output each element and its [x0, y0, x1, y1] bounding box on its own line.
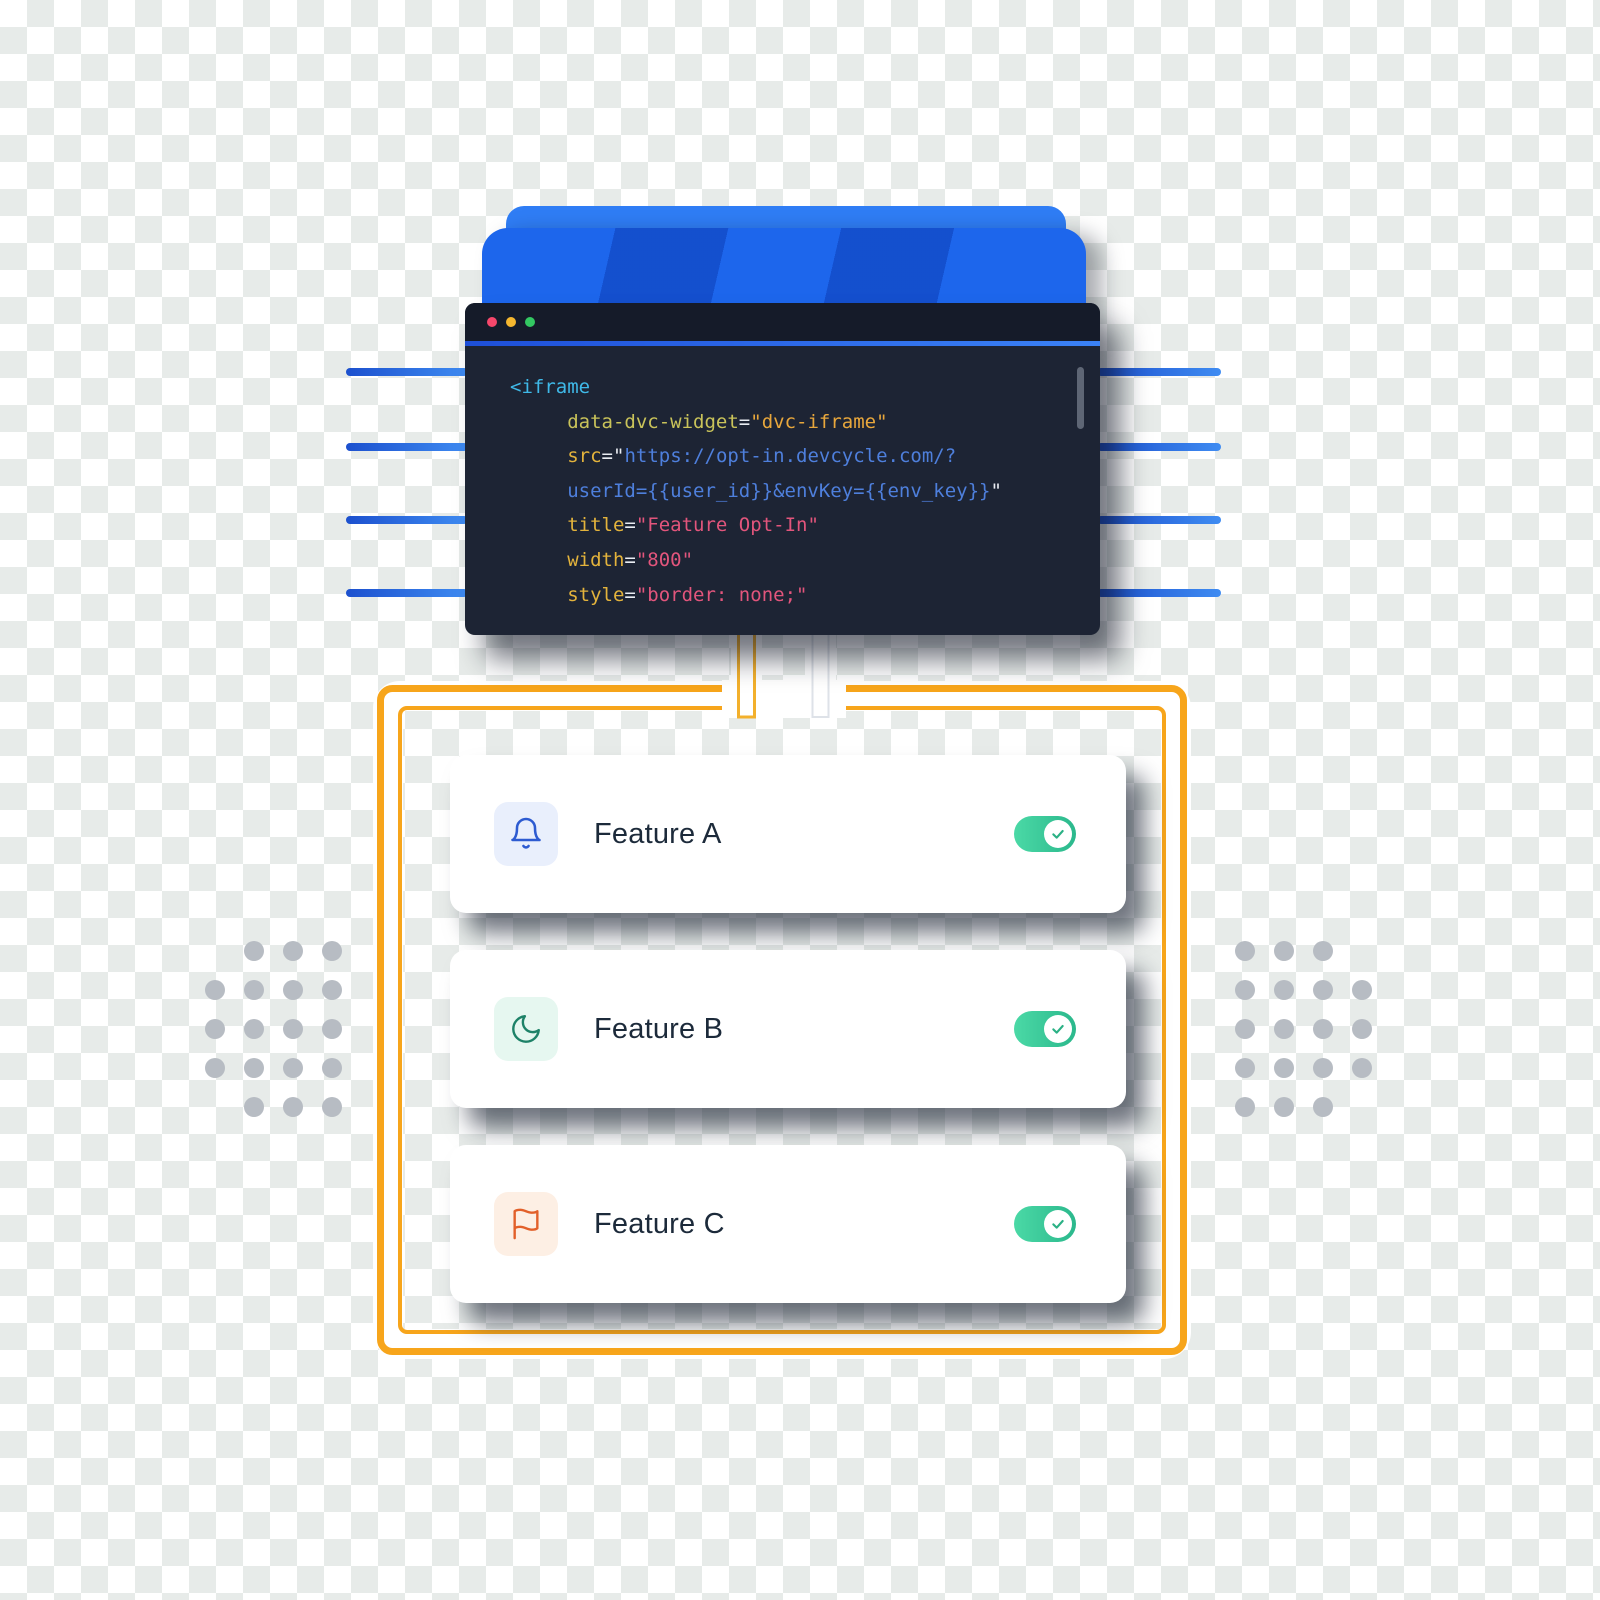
decor-dot — [1235, 1097, 1255, 1117]
decor-dot — [1235, 1058, 1255, 1078]
data-line-right — [1097, 589, 1221, 597]
decor-dot — [1313, 1058, 1333, 1078]
decor-dot — [1352, 980, 1372, 1000]
feature-toggle[interactable] — [1014, 1206, 1076, 1242]
decor-dot — [244, 941, 264, 961]
code-snippet: <iframe data-dvc-widget="dvc-iframe" src… — [465, 346, 1100, 612]
decor-dot — [1235, 1019, 1255, 1039]
feature-label: Feature C — [594, 1207, 725, 1240]
code-line: src="https://opt-in.devcycle.com/? — [567, 445, 957, 468]
code-line: title="Feature Opt-In" — [567, 514, 819, 537]
dot-grid-right — [1235, 941, 1411, 1117]
decor-dot — [1274, 1058, 1294, 1078]
data-line-left — [346, 589, 468, 597]
feature-card-c: Feature C — [450, 1145, 1126, 1303]
toggle-knob — [1044, 820, 1072, 848]
scrollbar-thumb[interactable] — [1077, 367, 1084, 429]
check-icon — [1052, 1219, 1064, 1229]
connector-pipe-left — [731, 622, 762, 719]
code-line: userId={{user_id}}&envKey={{env_key}}" — [567, 479, 1002, 502]
code-line: width="800" — [567, 548, 694, 571]
decor-dot — [1313, 1019, 1333, 1039]
feature-toggle[interactable] — [1014, 1011, 1076, 1047]
decor-dot — [322, 1058, 342, 1078]
window-maximize-button[interactable] — [525, 317, 535, 327]
feature-card-b: Feature B — [450, 950, 1126, 1108]
decor-dot — [1313, 941, 1333, 961]
connector-pipe-right — [805, 622, 836, 718]
decor-dot — [283, 941, 303, 961]
toggle-knob — [1044, 1015, 1072, 1043]
frame-notch — [722, 680, 846, 718]
decor-dot — [1274, 1019, 1294, 1039]
data-line-left — [346, 443, 468, 451]
decor-dot — [205, 1058, 225, 1078]
data-line-left — [346, 516, 468, 524]
decor-dot — [322, 941, 342, 961]
window-minimize-button[interactable] — [506, 317, 516, 327]
decor-dot — [1235, 980, 1255, 1000]
decor-dot — [244, 1058, 264, 1078]
window-close-button[interactable] — [487, 317, 497, 327]
decor-dot — [283, 1097, 303, 1117]
data-line-left — [346, 368, 468, 376]
accent-bar — [465, 341, 1100, 346]
code-editor-window: <iframe data-dvc-widget="dvc-iframe" src… — [465, 303, 1100, 635]
decor-dot — [1352, 1058, 1372, 1078]
decor-dot — [322, 980, 342, 1000]
check-icon — [1052, 1024, 1064, 1034]
bell-icon — [494, 802, 558, 866]
decor-dot — [322, 1097, 342, 1117]
decor-dot — [1352, 1019, 1372, 1039]
code-line: <iframe — [510, 376, 591, 398]
decor-dot — [322, 1019, 342, 1039]
code-line: data-dvc-widget="dvc-iframe" — [567, 410, 888, 433]
decor-dot — [1313, 980, 1333, 1000]
decor-dot — [205, 1019, 225, 1039]
flag-icon — [494, 1192, 558, 1256]
decor-dot — [1313, 1097, 1333, 1117]
toggle-knob — [1044, 1210, 1072, 1238]
decor-dot — [1274, 1097, 1294, 1117]
moon-icon — [494, 997, 558, 1061]
decor-dot — [1235, 941, 1255, 961]
dot-grid-left — [205, 941, 381, 1117]
decor-dot — [205, 980, 225, 1000]
data-line-right — [1097, 443, 1221, 451]
decor-dot — [244, 1097, 264, 1117]
code-line: style="border: none;" — [567, 583, 808, 606]
data-line-right — [1097, 368, 1221, 376]
window-titlebar — [465, 303, 1100, 341]
decor-dot — [283, 1019, 303, 1039]
decor-dot — [1274, 941, 1294, 961]
feature-card-a: Feature A — [450, 755, 1126, 913]
feature-label: Feature A — [594, 817, 722, 850]
data-line-right — [1097, 516, 1221, 524]
decor-dot — [244, 980, 264, 1000]
check-icon — [1052, 829, 1064, 839]
decor-dot — [283, 1058, 303, 1078]
decor-dot — [1274, 980, 1294, 1000]
feature-label: Feature B — [594, 1012, 724, 1045]
decor-dot — [244, 1019, 264, 1039]
decor-dot — [283, 980, 303, 1000]
feature-toggle[interactable] — [1014, 816, 1076, 852]
